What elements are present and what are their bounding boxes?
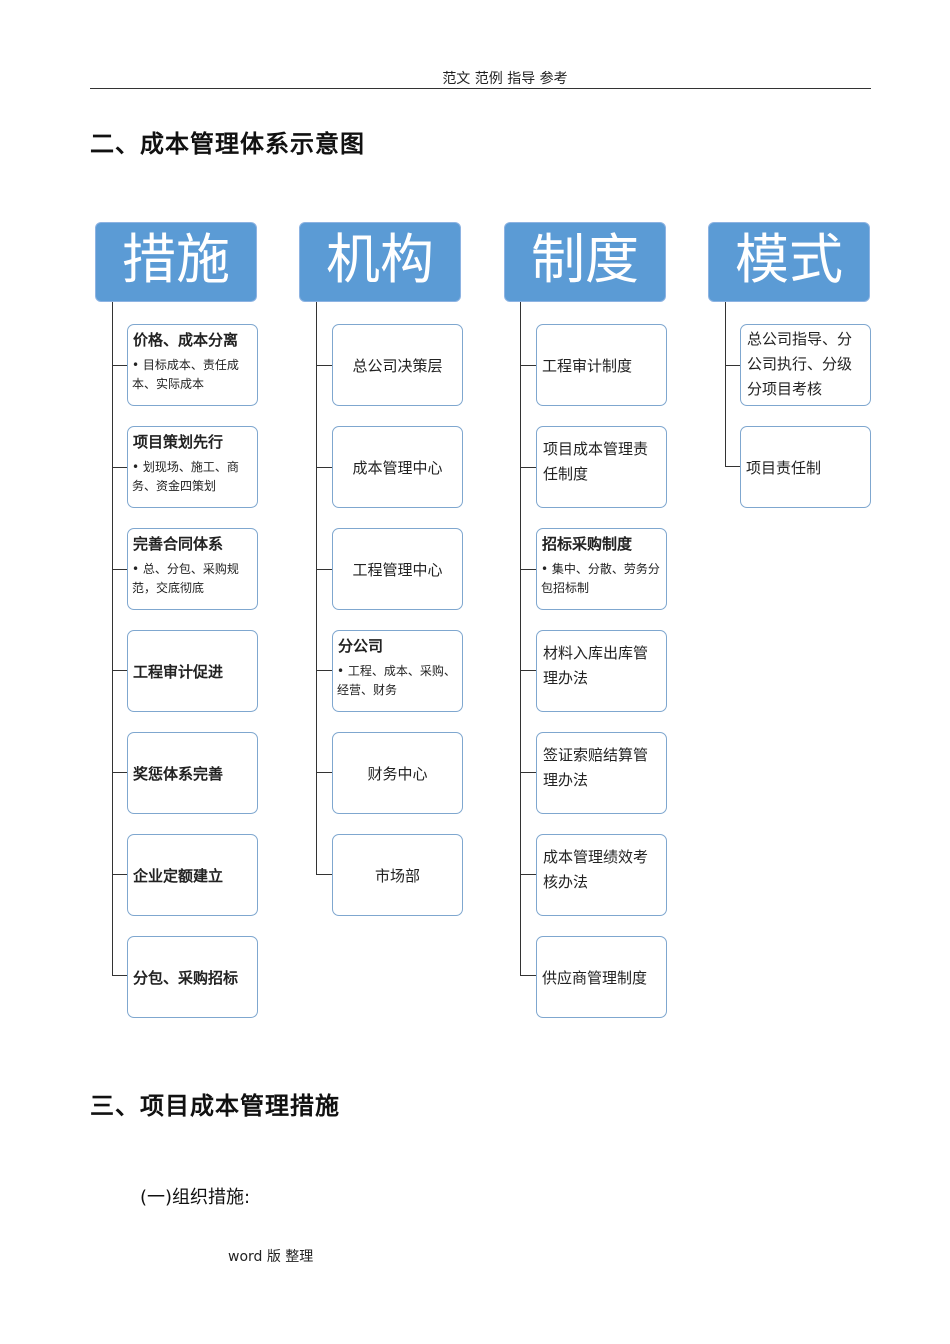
system-procurement: 招标采购制度 • 集中、分散、劳务分包招标制 xyxy=(536,528,667,610)
measure-audit: 工程审计促进 xyxy=(127,630,258,712)
system-performance: 成本管理绩效考核办法 xyxy=(536,834,667,916)
connector xyxy=(112,874,128,875)
mode-project-responsibility: 项目责任制 xyxy=(740,426,871,508)
connector xyxy=(520,975,536,976)
section-2-title: 二、成本管理体系示意图 xyxy=(90,130,365,158)
connector xyxy=(316,772,332,773)
connector xyxy=(725,365,741,366)
header-rule xyxy=(90,88,871,89)
connector xyxy=(316,467,332,468)
box-bullet: • 总、分包、采购规范，交底彻底 xyxy=(132,562,239,595)
col-head-organization: 机构 xyxy=(299,222,461,302)
page-footer: word 版 整理 xyxy=(228,1249,314,1265)
mode-hq-guidance: 总公司指导、分公司执行、分级分项目考核 xyxy=(740,324,871,406)
page-header: 范文 范例 指导 参考 xyxy=(442,71,568,87)
connector xyxy=(725,302,726,466)
connector xyxy=(520,569,536,570)
connector xyxy=(316,874,332,875)
org-engineering-center: 工程管理中心 xyxy=(332,528,463,610)
measure-price-cost-separation: 价格、成本分离 • 目标成本、责任成本、实际成本 xyxy=(127,324,258,406)
system-audit: 工程审计制度 xyxy=(536,324,667,406)
col-head-measures: 措施 xyxy=(95,222,257,302)
connector xyxy=(112,569,128,570)
system-materials: 材料入库出库管理办法 xyxy=(536,630,667,712)
box-title: 完善合同体系 xyxy=(133,535,224,553)
system-supplier: 供应商管理制度 xyxy=(536,936,667,1018)
connector xyxy=(520,467,536,468)
measure-contract-system: 完善合同体系 • 总、分包、采购规范，交底彻底 xyxy=(127,528,258,610)
connector xyxy=(316,302,317,874)
connector xyxy=(725,466,741,467)
box-bullet: • 工程、成本、采购、经营、财务 xyxy=(337,664,456,697)
connector xyxy=(520,365,536,366)
box-bullet: • 集中、分散、劳务分包招标制 xyxy=(541,562,660,595)
connector xyxy=(112,467,128,468)
connector xyxy=(520,874,536,875)
connector xyxy=(520,670,536,671)
org-finance-center: 财务中心 xyxy=(332,732,463,814)
connector xyxy=(112,302,113,975)
connector xyxy=(316,670,332,671)
connector xyxy=(112,975,128,976)
org-hq-decision: 总公司决策层 xyxy=(332,324,463,406)
system-claims: 签证索赔结算管理办法 xyxy=(536,732,667,814)
org-branch: 分公司 • 工程、成本、采购、经营、财务 xyxy=(332,630,463,712)
connector xyxy=(112,365,128,366)
section-3-title: 三、项目成本管理措施 xyxy=(90,1092,340,1120)
measure-quota: 企业定额建立 xyxy=(127,834,258,916)
col-head-system: 制度 xyxy=(504,222,666,302)
measure-project-planning: 项目策划先行 • 划现场、施工、商务、资金四策划 xyxy=(127,426,258,508)
connector xyxy=(316,569,332,570)
connector xyxy=(520,302,521,975)
org-marketing: 市场部 xyxy=(332,834,463,916)
box-title: 分公司 xyxy=(338,637,384,655)
system-responsibility: 项目成本管理责任制度 xyxy=(536,426,667,508)
box-title: 项目策划先行 xyxy=(133,433,224,451)
measure-reward-penalty: 奖惩体系完善 xyxy=(127,732,258,814)
org-cost-center: 成本管理中心 xyxy=(332,426,463,508)
col-head-mode: 模式 xyxy=(708,222,870,302)
connector xyxy=(520,772,536,773)
box-title: 价格、成本分离 xyxy=(133,331,239,349)
connector xyxy=(112,670,128,671)
box-bullet: • 划现场、施工、商务、资金四策划 xyxy=(132,460,239,493)
box-title: 招标采购制度 xyxy=(542,535,633,553)
connector xyxy=(112,772,128,773)
measure-tender: 分包、采购招标 xyxy=(127,936,258,1018)
box-bullet: • 目标成本、责任成本、实际成本 xyxy=(132,358,239,391)
subsection-title: (一)组织措施: xyxy=(140,1187,251,1208)
connector xyxy=(316,365,332,366)
